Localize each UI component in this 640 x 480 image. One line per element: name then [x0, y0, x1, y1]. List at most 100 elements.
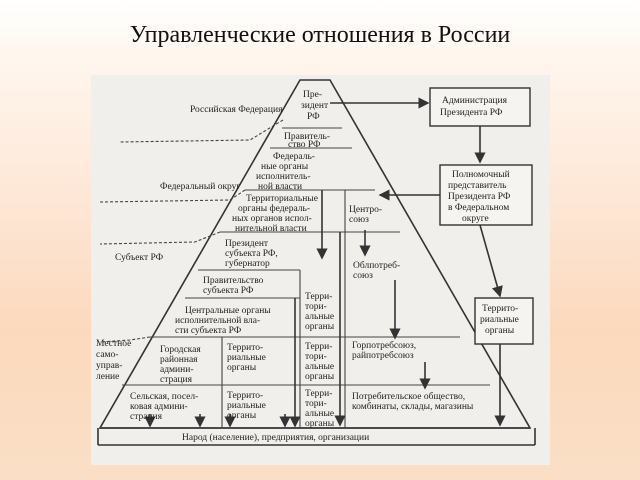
cell-territorial-federal: Территориальные органы федераль- ных орг… [232, 194, 318, 234]
svg-text:Правитель-: Правитель- [284, 132, 330, 142]
svg-text:Центральные органы: Центральные органы [185, 306, 271, 316]
svg-text:Администрация: Администрация [442, 96, 508, 106]
svg-text:Президент: Президент [225, 239, 269, 249]
cell-city-admin: Городская районная админи- страция [160, 345, 201, 385]
administration-label: Администрация Президента РФ [440, 96, 508, 118]
svg-text:тори-: тори- [305, 352, 327, 362]
svg-text:округе: округе [462, 214, 489, 224]
cell-consumer: Потребительское общество, комбинаты, скл… [352, 391, 474, 412]
svg-text:Городская: Городская [160, 345, 201, 355]
svg-text:ной власти: ной власти [258, 181, 302, 192]
svg-text:тори-: тори- [305, 399, 327, 409]
svg-text:Террито-: Террито- [482, 304, 518, 314]
svg-text:Горпотребсоюз,: Горпотребсоюз, [352, 340, 416, 351]
cell-president: Пре- зидент РФ [301, 90, 329, 122]
svg-text:союз: союз [349, 215, 369, 225]
svg-text:риальные: риальные [227, 353, 266, 363]
representative-box [439, 164, 533, 226]
territorial-side-box [474, 297, 534, 345]
representative-label: Полномочный представитель Президента РФ … [448, 169, 511, 224]
svg-text:альные: альные [305, 312, 334, 322]
svg-text:ковая админи-: ковая админи- [130, 402, 188, 412]
svg-text:Террито-: Террито- [227, 343, 263, 353]
svg-text:районная: районная [160, 354, 198, 365]
svg-text:исполнительной вла-: исполнительной вла- [175, 315, 260, 326]
svg-text:риальные: риальные [480, 315, 519, 325]
label-district: Федеральный округ [160, 181, 240, 192]
svg-text:Терри-: Терри- [305, 342, 332, 352]
diagram-background [91, 75, 550, 465]
svg-text:Территориальные: Территориальные [246, 194, 318, 204]
svg-text:Центро-: Центро- [349, 205, 382, 215]
svg-text:риальные: риальные [227, 401, 266, 411]
svg-text:управ-: управ- [96, 361, 122, 371]
svg-text:зидент: зидент [301, 101, 329, 111]
svg-text:альные: альные [305, 362, 334, 372]
svg-text:страция: страция [130, 412, 163, 422]
svg-text:само-: само- [96, 350, 118, 360]
cell-territorial-4: Террито- риальные органы [227, 391, 266, 421]
cell-rural-admin: Сельская, посел- ковая админи- страция [130, 392, 198, 422]
svg-text:органы федераль-: органы федераль- [238, 203, 310, 214]
svg-text:органы: органы [227, 411, 257, 421]
cell-territorial-5: Терри- тори- альные органы [305, 389, 335, 429]
cell-subject-central: Центральные органы исполнительной вла- с… [175, 306, 271, 336]
svg-text:органы: органы [485, 326, 515, 336]
svg-text:ных органов испол-: ных органов испол- [232, 214, 312, 224]
svg-text:альные: альные [305, 409, 334, 419]
cell-base: Народ (население), предприятия, организа… [182, 432, 369, 443]
slide-title: Управленческие отношения в России [129, 22, 511, 48]
svg-text:Сельская, посел-: Сельская, посел- [130, 392, 198, 402]
cell-subject-president: Президент субъекта РФ, губернатор [225, 239, 278, 269]
svg-text:Полномочный: Полномочный [452, 169, 510, 180]
cell-oblpotreb: Облпотреб- союз [353, 260, 400, 281]
svg-text:райпотребсоюз: райпотребсоюз [352, 350, 414, 361]
cell-gorpotreb: Горпотребсоюз, райпотребсоюз [352, 340, 416, 361]
region-separator [99, 189, 246, 203]
cell-territorial-2: Террито- риальные органы [227, 343, 266, 373]
svg-text:органы: органы [305, 322, 335, 332]
svg-text:исполнитель-: исполнитель- [256, 172, 311, 182]
svg-text:Президента РФ: Президента РФ [448, 192, 511, 202]
svg-text:сти субъекта РФ: сти субъекта РФ [175, 325, 242, 336]
svg-text:Терри-: Терри- [305, 292, 332, 302]
svg-text:Федераль-: Федераль- [273, 152, 315, 162]
label-local: Местное само- управ- ление [96, 339, 131, 382]
svg-text:союз: союз [353, 271, 373, 281]
cell-subject-government: Правительство субъекта РФ [203, 276, 264, 296]
svg-text:губернатор: губернатор [225, 258, 270, 269]
cell-government: Правитель- ство РФ [284, 132, 330, 150]
svg-text:Террито-: Террито- [227, 391, 263, 401]
svg-text:субъекта РФ: субъекта РФ [203, 285, 254, 296]
svg-text:нительной власти: нительной власти [235, 223, 307, 234]
region-separator [99, 336, 151, 343]
cell-centrosoyuz: Центро- союз [349, 205, 382, 225]
region-separator [119, 119, 284, 143]
svg-text:субъекта РФ,: субъекта РФ, [225, 248, 278, 259]
svg-text:представитель: представитель [448, 181, 507, 191]
svg-text:органы: органы [227, 363, 257, 373]
svg-text:Президента РФ: Президента РФ [440, 108, 503, 118]
svg-text:Местное: Местное [96, 339, 131, 349]
svg-text:в Федеральном: в Федеральном [448, 203, 509, 213]
svg-text:ление: ление [96, 372, 119, 382]
svg-text:админи-: админи- [160, 365, 193, 375]
label-subject: Субъект РФ [115, 252, 164, 263]
arrow-to-territorial-side [479, 224, 503, 298]
administration-box [429, 87, 531, 127]
svg-text:страция: страция [160, 375, 193, 385]
cell-federal-organs: Федераль- ные органы исполнитель- ной вл… [256, 152, 315, 192]
territorial-side-label: Террито- риальные органы [480, 304, 519, 336]
svg-text:органы: органы [305, 372, 335, 382]
svg-text:Правительство: Правительство [203, 276, 264, 286]
cell-territorial-3: Терри- тори- альные органы [305, 342, 335, 382]
svg-text:Пре-: Пре- [303, 90, 322, 100]
svg-text:ные органы: ные органы [261, 162, 309, 172]
svg-text:ство РФ: ство РФ [288, 140, 321, 150]
svg-text:комбинаты, склады, магазины: комбинаты, склады, магазины [352, 401, 474, 412]
region-separator [99, 231, 221, 245]
svg-text:Облпотреб-: Облпотреб- [353, 260, 400, 271]
svg-text:органы: органы [305, 419, 335, 429]
svg-text:тори-: тори- [305, 302, 327, 312]
